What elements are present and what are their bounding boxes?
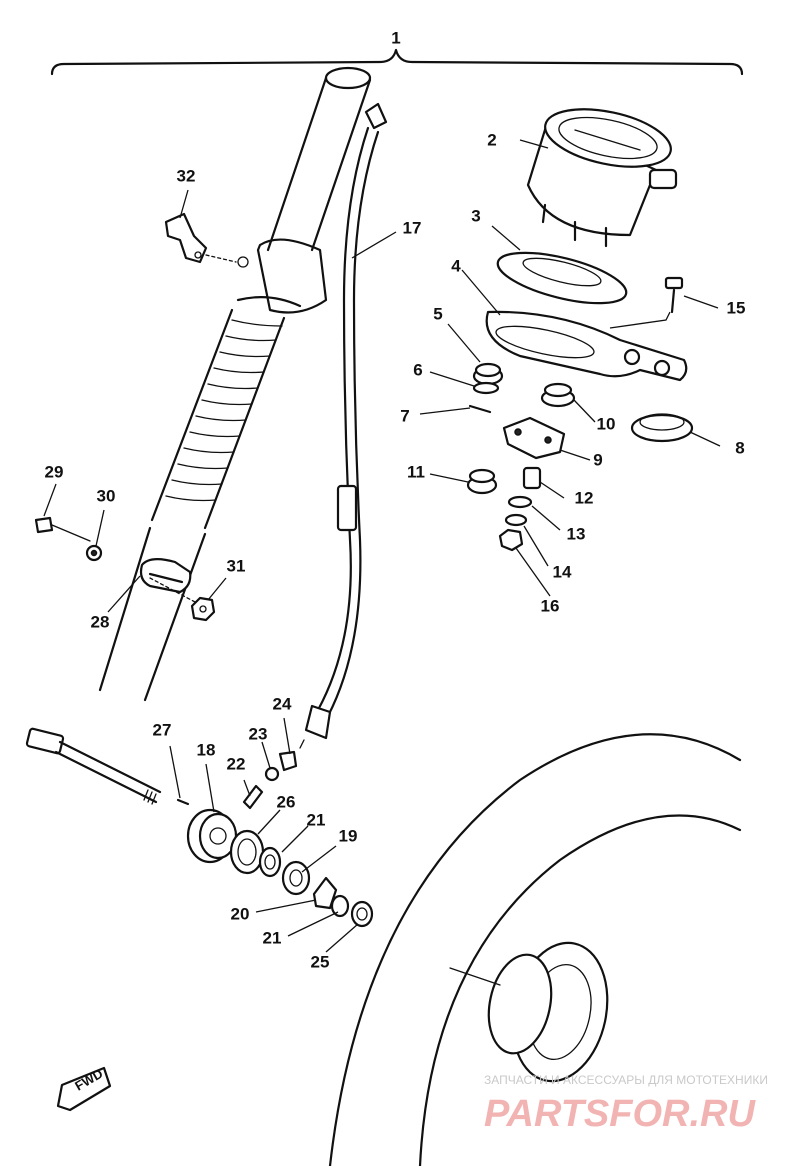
thrust-washer-21b [330, 894, 350, 918]
damper-8 [630, 413, 694, 443]
clamp-washer [85, 544, 103, 562]
circlip-25 [350, 900, 374, 928]
callout-28: 28 [91, 613, 110, 632]
speedometer-meter [526, 108, 678, 248]
callout-10: 10 [597, 415, 616, 434]
clamp-bolt [34, 516, 91, 542]
speedometer-cable [299, 102, 388, 749]
front-axle [25, 727, 162, 805]
collar-12 [522, 466, 542, 490]
part-callouts: 1 2 3 4 5 6 7 8 9 10 11 12 13 14 15 16 1… [45, 29, 746, 972]
meter-cushion [496, 251, 628, 305]
callout-15: 15 [727, 299, 746, 318]
watermark: ЗАПЧАСТИ И АКСЕССУАРЫ ДЛЯ МОТОТЕХНИКИ PA… [484, 1073, 768, 1135]
callout-9: 9 [593, 451, 602, 470]
callout-21-upper: 21 [307, 811, 326, 830]
washer-14 [504, 513, 528, 527]
washer-13 [507, 495, 533, 509]
drive-gear-19 [281, 860, 311, 896]
callout-20: 20 [231, 905, 250, 924]
grommet-11 [466, 468, 498, 495]
cable-guide-bracket [164, 212, 237, 264]
callout-2: 2 [487, 131, 496, 150]
front-fork-tube [98, 66, 372, 702]
callout-24: 24 [273, 695, 292, 714]
meter-gear-22 [242, 784, 264, 810]
meter-bracket [485, 310, 688, 382]
oil-seal-26 [229, 829, 265, 875]
callout-11: 11 [407, 463, 425, 482]
callout-30: 30 [97, 487, 116, 506]
callout-31: 31 [227, 557, 246, 576]
callout-17: 17 [403, 219, 422, 238]
callout-21-lower: 21 [263, 929, 282, 948]
washer-23 [264, 766, 280, 782]
pin-27 [176, 798, 190, 806]
callout-27: 27 [153, 721, 172, 740]
callout-19: 19 [339, 827, 358, 846]
callout-29: 29 [45, 463, 64, 482]
callout-23: 23 [249, 725, 268, 744]
forward-direction-badge: FWD [56, 1066, 112, 1112]
nut-16 [498, 528, 524, 552]
front-wheel [328, 733, 742, 1166]
pin-7 [468, 404, 492, 414]
callout-4: 4 [451, 257, 461, 276]
grommet-10 [540, 382, 576, 408]
cable-clamp [139, 558, 192, 594]
bolt-15 [664, 276, 684, 314]
callout-13: 13 [567, 525, 586, 544]
callout-26: 26 [277, 793, 296, 812]
clamp-nut [149, 577, 216, 622]
callout-16: 16 [541, 597, 560, 616]
callout-12: 12 [575, 489, 594, 508]
callout-25: 25 [311, 953, 330, 972]
callout-14: 14 [553, 563, 572, 582]
washer-6 [472, 381, 500, 395]
callout-32: 32 [177, 167, 196, 186]
bushing-24 [278, 750, 298, 772]
callout-6: 6 [413, 361, 422, 380]
callout-5: 5 [433, 305, 442, 324]
leader-lines [43, 139, 721, 953]
watermark-logo: PARTSFOR.RU [484, 1093, 756, 1135]
callout-3: 3 [471, 207, 480, 226]
callout-22: 22 [227, 755, 246, 774]
callout-18: 18 [197, 741, 216, 760]
callout-8: 8 [735, 439, 744, 458]
grommet-5 [472, 362, 504, 386]
meter-gear-housing [186, 808, 238, 864]
assembly-brace [50, 48, 744, 76]
watermark-tagline: ЗАПЧАСТИ И АКСЕССУАРЫ ДЛЯ МОТОТЕХНИКИ [484, 1073, 768, 1087]
plate-9 [502, 416, 566, 460]
thrust-washer-21a [258, 846, 282, 878]
callout-7: 7 [400, 407, 409, 426]
callout-1: 1 [391, 29, 400, 48]
